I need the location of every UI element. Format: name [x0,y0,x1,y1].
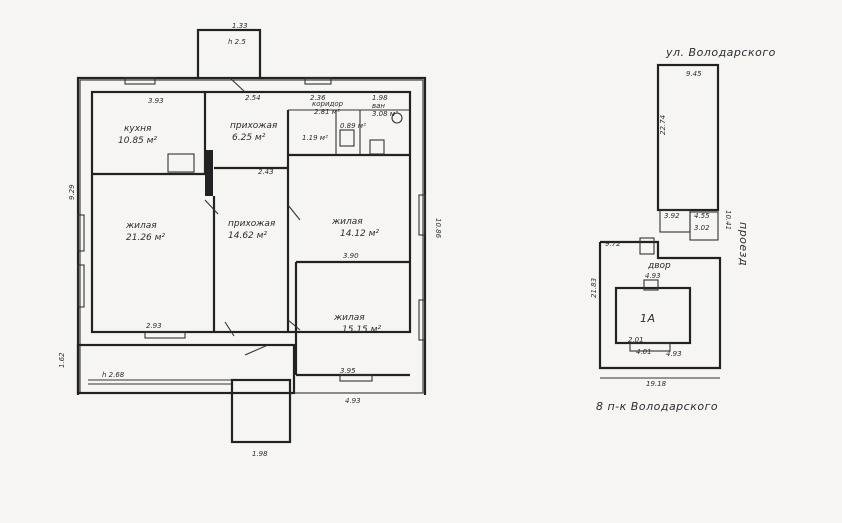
window-living1-left-2 [77,264,85,308]
dim-top-porch-height: h 2.5 [228,38,246,46]
top-porch [196,28,262,80]
dim-left-height: 9.29 [68,184,76,200]
dim-veranda-label: h 2.68 [102,371,125,379]
window-kitchen [124,77,156,85]
dim-kitchen-width: 3.93 [148,97,164,105]
site-street-right: проезд [737,222,750,266]
site-street-bottom: 8 п-к Володарского [596,400,718,413]
door-entry [224,321,235,337]
dim-top-porch-width: 1.33 [232,22,248,30]
dim-living1-bottom: 2.93 [146,322,162,330]
window-living1-left [77,214,85,252]
dim-hall-inner: 2.43 [258,168,274,176]
site-dim-shed-left: 3.92 [664,212,680,220]
room-bath-area: 3.08 м² [372,110,398,118]
site-street-top: ул. Володарского [665,46,776,59]
site-outbuilding-long [656,63,720,212]
windows [77,77,426,382]
room-entry-area: 14.62 м² [228,231,267,241]
room-corridor-area: 2.81 м² [314,108,340,116]
dim-living3-bottom: 3.95 [340,367,356,375]
floor-plan-labels: 1.33 h 2.5 3.93 2.54 2.36 1.98 2.43 9.29… [58,22,442,458]
window-corridor [304,77,332,85]
site-dim-right-side: 10.41 [724,210,732,230]
dim-right-height: 10.86 [434,218,442,239]
wc-fixture [339,129,355,147]
site-dim-shed-right: 4.55 [694,212,710,220]
room-entry-name: прихожая [228,219,276,229]
site-building-label: 1А [640,312,656,325]
room-kitchen-area: 10.85 м² [118,136,157,146]
site-dim-courtyard-top: 4.93 [645,272,661,280]
window-living2-right [418,194,426,236]
site-dim-inner-c: 4.93 [666,350,682,358]
door-top [229,77,246,93]
site-dim-inner-a: 2.01 [628,336,644,344]
dim-corridor-width: 2.36 [310,94,326,102]
floor-plan [76,28,427,444]
site-dim-left-side: 21.83 [590,278,598,298]
room-wc-area: 1.19 м² [302,134,328,142]
door-veranda [244,344,269,356]
door-living2 [287,204,301,221]
dim-porch-bottom: 1.98 [252,450,268,458]
stove-block [205,150,213,196]
site-courtyard: двор [647,261,671,271]
room-living2-area: 14.12 м² [340,229,379,239]
bath-fixture [369,139,385,155]
site-dim-left-block: 9.72 [605,240,621,248]
room-hallway-area: 6.25 м² [232,133,266,143]
site-dim-top-width: 9.45 [686,70,702,78]
dim-living-mid: 3.90 [343,252,359,260]
site-building-porch [643,279,659,291]
room-living3-area: 15.15 м² [342,325,381,335]
site-plan [598,63,722,379]
dim-total-bottom: 4.93 [345,397,361,405]
site-shed-right [689,211,719,241]
window-living3-bottom [339,374,373,382]
site-small-block [639,237,655,255]
window-living1-bottom [144,331,186,339]
door-living3 [287,319,301,331]
bottom-porch [230,378,292,444]
room-living3-name: жилая [333,313,365,323]
site-dim-shed-small: 3.02 [694,224,710,232]
site-dim-long-side: 22.74 [659,115,667,135]
room-corridor-name: коридор [312,100,344,108]
dim-hall-width: 2.54 [245,94,261,102]
bath-tub-end [391,112,403,124]
room-kitchen-name: кухня [124,124,152,134]
site-dim-inner-b: 4.01 [636,348,652,356]
room-living1-name: жилая [125,221,157,231]
site-building-annex [629,342,671,352]
veranda [76,343,296,395]
doors [204,77,301,356]
door-living1 [204,199,219,215]
kitchen-stove [167,153,195,173]
site-dim-bottom-total: 19.18 [646,380,667,388]
room-living2-name: жилая [331,217,363,227]
room-living1-area: 21.26 м² [126,233,165,243]
window-living3-right [418,299,426,341]
room-small-area: 0.89 м² [340,122,366,130]
room-hallway-name: прихожая [230,121,278,131]
site-lot-outline [598,240,722,370]
dim-bath-width: 1.98 [372,94,388,102]
inner-wall-outline [90,90,412,334]
room-bath-name: ван [372,102,385,110]
site-plan-labels: ул. Володарского 8 п-к Володарского прое… [590,46,776,413]
dim-veranda-height: 1.62 [58,352,66,368]
